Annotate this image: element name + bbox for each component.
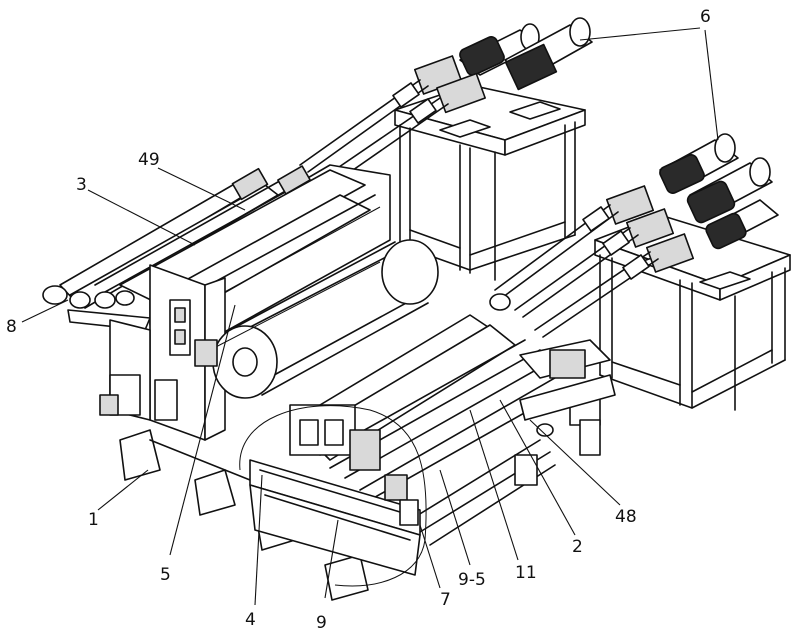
callout-1: 1 (88, 510, 99, 530)
callout-3: 3 (76, 175, 87, 195)
callout-8: 8 (6, 317, 17, 337)
callout-11: 11 (515, 563, 537, 583)
callout-9: 9 (316, 613, 327, 633)
callout-49: 49 (138, 150, 160, 170)
callout-48: 48 (615, 507, 637, 527)
callout-9-5: 9-5 (458, 570, 486, 590)
callout-6: 6 (700, 7, 711, 27)
callout-2: 2 (572, 537, 583, 557)
callout-4: 4 (245, 610, 256, 630)
callout-7: 7 (440, 590, 451, 610)
callout-5: 5 (160, 565, 171, 585)
